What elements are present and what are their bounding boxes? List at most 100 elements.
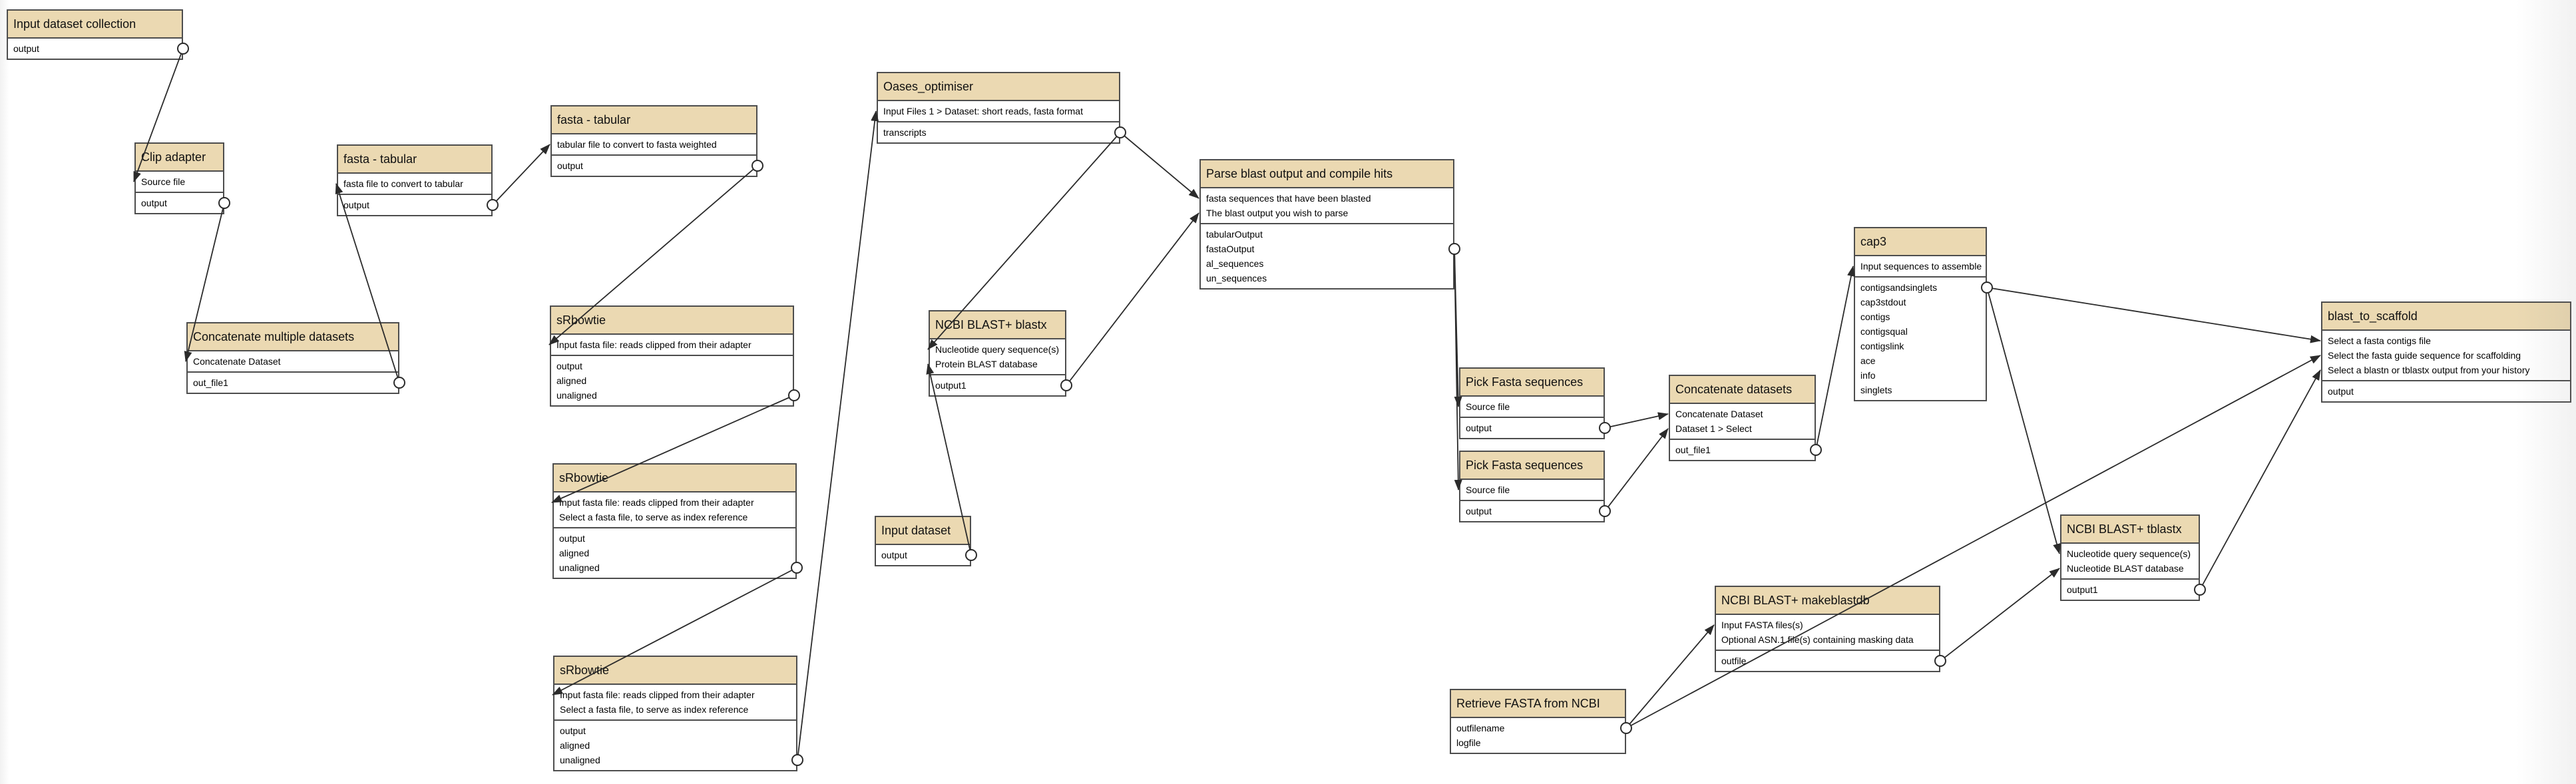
output-terminal[interactable]: output <box>343 200 369 210</box>
output-terminal[interactable]: output <box>556 361 582 371</box>
input-terminal[interactable]: Input fasta file: reads clipped from the… <box>560 689 755 700</box>
output-terminal[interactable]: unaligned <box>559 562 600 573</box>
node-title-concatenate-multiple-datasets[interactable]: Concatenate multiple datasets <box>188 323 398 351</box>
workflow-node-input-dataset-collection[interactable]: Input dataset collection output <box>7 9 183 60</box>
input-terminal[interactable]: Optional ASN.1 file(s) containing maskin… <box>1721 634 1914 645</box>
input-terminal[interactable]: Select a fasta file, to serve as index r… <box>560 704 749 715</box>
input-terminal[interactable]: The blast output you wish to parse <box>1206 208 1349 218</box>
node-title-input-dataset[interactable]: Input dataset <box>876 517 970 545</box>
node-title-fasta-tabular-1[interactable]: fasta - tabular <box>338 146 491 174</box>
output-terminal[interactable]: output <box>1466 506 1492 516</box>
output-terminal[interactable]: contigsqual <box>1860 326 1908 337</box>
output-terminal[interactable]: output <box>1466 423 1492 433</box>
node-title-srbowtie-2[interactable]: sRbowtie <box>554 465 795 492</box>
output-terminal[interactable]: al_sequences <box>1206 258 1264 269</box>
output-terminal[interactable]: contigsandsinglets <box>1860 282 1938 293</box>
input-terminal[interactable]: Nucleotide query sequence(s) <box>935 344 1059 355</box>
output-terminal[interactable]: output <box>881 550 907 560</box>
output-terminal[interactable]: aligned <box>560 740 590 751</box>
input-terminal[interactable]: Protein BLAST database <box>935 359 1038 369</box>
output-terminal[interactable]: output <box>559 533 585 544</box>
output-terminal[interactable]: outfile <box>1721 656 1747 666</box>
node-title-clip-adapter[interactable]: Clip adapter <box>136 144 223 172</box>
input-terminal[interactable]: Source file <box>1466 401 1510 412</box>
output-terminal[interactable]: aligned <box>559 548 590 558</box>
output-terminal[interactable]: transcripts <box>883 127 927 138</box>
node-title-ncbi-blast-makeblastdb[interactable]: NCBI BLAST+ makeblastdb <box>1716 587 1939 615</box>
input-terminal[interactable]: Concatenate Dataset <box>1675 409 1763 419</box>
output-terminal[interactable]: output1 <box>2067 584 2098 595</box>
output-terminal[interactable]: output <box>557 160 583 171</box>
node-title-concatenate-datasets[interactable]: Concatenate datasets <box>1670 376 1815 404</box>
input-terminal[interactable]: Concatenate Dataset <box>193 356 281 367</box>
input-terminal[interactable]: Source file <box>141 176 186 187</box>
workflow-node-retrieve-fasta-ncbi[interactable]: Retrieve FASTA from NCBI outfilename logfi… <box>1450 689 1626 754</box>
input-terminal[interactable]: Dataset 1 > Select <box>1675 423 1752 434</box>
input-terminal[interactable]: Nucleotide query sequence(s) <box>2067 548 2191 559</box>
output-terminal[interactable]: output1 <box>935 380 966 391</box>
input-terminal[interactable]: tabular file to convert to fasta weighte… <box>557 139 717 150</box>
output-terminal[interactable]: outfilename <box>1456 723 1505 733</box>
node-title-cap3[interactable]: cap3 <box>1855 228 1986 256</box>
node-title-ncbi-blast-blastx[interactable]: NCBI BLAST+ blastx <box>930 311 1065 339</box>
output-terminal[interactable]: contigs <box>1860 311 1890 322</box>
workflow-node-parse-blast[interactable]: Parse blast output and compile hits fasta… <box>1199 159 1454 290</box>
input-terminal[interactable]: Select a blastn or tblastx output from y… <box>2328 365 2530 375</box>
output-terminal[interactable]: tabularOutput <box>1206 229 1263 240</box>
output-terminal[interactable]: aligned <box>556 375 587 386</box>
output-terminal[interactable]: output <box>141 198 167 208</box>
workflow-node-fasta-tabular-1[interactable]: fasta - tabular fasta file to convert to … <box>337 144 493 216</box>
output-terminal[interactable]: contigslink <box>1860 341 1904 351</box>
output-terminal[interactable]: logfile <box>1456 737 1481 748</box>
workflow-node-fasta-tabular-2[interactable]: fasta - tabular tabular file to convert t… <box>550 105 757 177</box>
node-title-input-dataset-collection[interactable]: Input dataset collection <box>8 11 182 39</box>
node-title-oases-optimiser[interactable]: Oases_optimiser <box>878 73 1119 101</box>
input-terminal[interactable]: Select a fasta contigs file <box>2328 335 2431 346</box>
node-title-pick-fasta-2[interactable]: Pick Fasta sequences <box>1460 452 1604 480</box>
output-terminal[interactable]: un_sequences <box>1206 273 1267 284</box>
input-terminal[interactable]: Input sequences to assemble <box>1860 261 1982 272</box>
output-terminal[interactable]: output <box>13 43 39 54</box>
input-terminal[interactable]: Select the fasta guide sequence for scaf… <box>2328 350 2521 361</box>
node-title-retrieve-fasta-ncbi[interactable]: Retrieve FASTA from NCBI <box>1451 690 1625 718</box>
input-terminal[interactable]: fasta file to convert to tabular <box>343 178 463 189</box>
input-terminal[interactable]: Input FASTA files(s) <box>1721 620 1803 630</box>
output-terminal[interactable]: cap3stdout <box>1860 297 1906 307</box>
output-terminal[interactable]: out_file1 <box>193 377 228 388</box>
input-terminal[interactable]: Input fasta file: reads clipped from the… <box>559 497 754 508</box>
node-title-ncbi-blast-tblastx[interactable]: NCBI BLAST+ tblastx <box>2061 516 2199 544</box>
output-terminal[interactable]: output <box>2328 386 2354 397</box>
input-terminal[interactable]: Select a fasta file, to serve as index r… <box>559 512 748 522</box>
node-title-parse-blast[interactable]: Parse blast output and compile hits <box>1201 160 1453 188</box>
output-terminal[interactable]: out_file1 <box>1675 445 1711 455</box>
output-terminal[interactable]: unaligned <box>560 755 600 765</box>
node-title-srbowtie-3[interactable]: sRbowtie <box>554 657 796 685</box>
node-title-fasta-tabular-2[interactable]: fasta - tabular <box>552 106 756 134</box>
output-terminal[interactable]: ace <box>1860 355 1876 366</box>
node-title-pick-fasta-1[interactable]: Pick Fasta sequences <box>1460 369 1604 397</box>
output-terminal[interactable]: unaligned <box>556 390 597 401</box>
workflow-node-input-dataset[interactable]: Input dataset output <box>875 516 971 566</box>
input-terminal[interactable]: Input fasta file: reads clipped from the… <box>556 339 751 350</box>
output-terminal[interactable]: fastaOutput <box>1206 244 1255 254</box>
input-terminal[interactable]: fasta sequences that have been blasted <box>1206 193 1371 204</box>
output-terminal[interactable]: output <box>560 725 586 736</box>
node-title-srbowtie-1[interactable]: sRbowtie <box>551 307 793 335</box>
input-terminal[interactable]: Source file <box>1466 485 1510 495</box>
output-terminal[interactable]: info <box>1860 370 1876 381</box>
